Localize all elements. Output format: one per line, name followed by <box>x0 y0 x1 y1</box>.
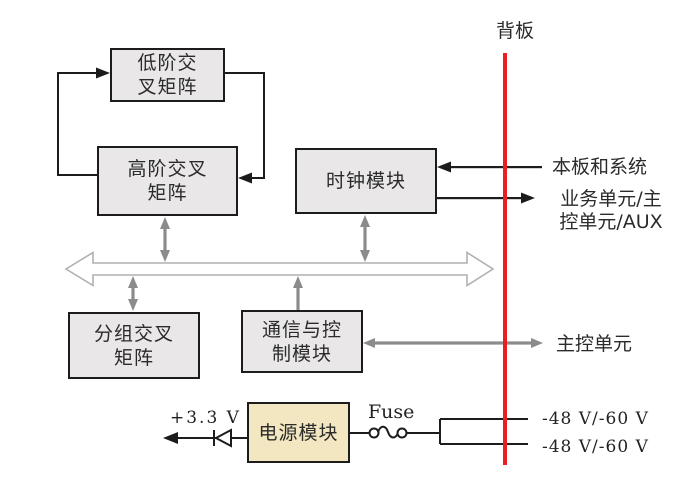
clock-module-box: 时钟模块 <box>295 148 437 214</box>
diode-symbol <box>213 428 232 448</box>
loop-left-line <box>57 72 98 176</box>
arrow-clock-bus <box>360 215 370 262</box>
arrow-highorder-bus <box>160 217 170 262</box>
fuse-circuit <box>350 425 440 439</box>
plus-3v3-label: +3.3 V <box>170 408 241 428</box>
main-control-unit-label: 主控单元 <box>556 333 633 355</box>
bus-double-arrow <box>64 251 495 287</box>
comm-control-module-box: 通信与控 制模块 <box>241 310 363 373</box>
arrow-board-to-clock <box>437 161 542 173</box>
packet-cross-matrix-label: 分组交叉 矩阵 <box>93 322 174 369</box>
arrowhead-into-high-order <box>238 172 252 184</box>
fuse-label: Fuse <box>368 401 415 423</box>
power-module-label: 电源模块 <box>258 421 339 444</box>
backplane-label: 背板 <box>495 20 534 42</box>
high-order-cross-matrix-box: 高阶交叉 矩阵 <box>97 146 238 216</box>
arrow-comm-maincontrol <box>363 338 543 348</box>
feed-top-label: -48 V/-60 V <box>542 409 649 429</box>
arrowhead-3v3 <box>163 432 178 444</box>
arrow-comm-bus <box>293 276 303 310</box>
high-order-cross-matrix-label: 高阶交叉 矩阵 <box>127 158 208 204</box>
feed-splitter-bracket <box>439 418 528 445</box>
low-order-cross-matrix-box: 低阶交 叉矩阵 <box>110 48 225 102</box>
loop-right-line <box>225 72 265 179</box>
service-unit-label: 业务单元/主 控单元/AUX <box>559 188 663 233</box>
board-and-system-label: 本板和系统 <box>552 156 648 178</box>
clock-module-label: 时钟模块 <box>325 170 406 192</box>
packet-cross-matrix-box: 分组交叉 矩阵 <box>68 312 200 379</box>
arrow-bus-packet <box>128 276 138 311</box>
feed-bottom-label: -48 V/-60 V <box>542 437 649 457</box>
low-order-cross-matrix-label: 低阶交 叉矩阵 <box>137 52 198 98</box>
arrow-clock-to-service <box>437 192 535 204</box>
power-module-box: 电源模块 <box>247 402 350 463</box>
arrowhead-into-low-order <box>96 67 110 79</box>
comm-control-module-label: 通信与控 制模块 <box>261 318 342 365</box>
